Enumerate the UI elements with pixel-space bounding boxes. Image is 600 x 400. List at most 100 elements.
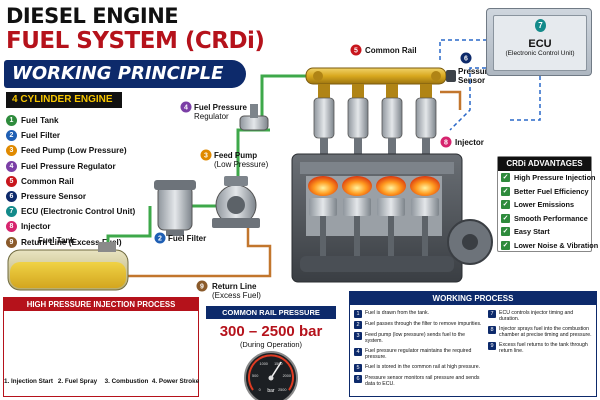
badge-9: 9: [200, 284, 204, 291]
advantages-title: CRDi ADVANTAGES: [498, 157, 591, 171]
label-common-rail: Common Rail: [365, 46, 417, 55]
title-line-2: FUEL SYSTEM (CRDi): [6, 28, 265, 54]
rail-pressure-title: COMMON RAIL PRESSURE (TYPICAL): [206, 306, 336, 330]
injector: [347, 84, 369, 154]
label-injector: Injector: [455, 138, 484, 147]
legend-number: 2: [6, 130, 17, 142]
gauge-tick-label: 1500: [274, 362, 282, 366]
feed-pump: [212, 176, 260, 228]
gauge-tick-label: 2000: [283, 374, 291, 378]
gauge-unit: bar: [267, 388, 275, 394]
gauge-ticks: 0 500 1000 1500 2000 2500: [252, 362, 291, 392]
badge-3: 3: [204, 153, 208, 160]
label-fuel-filter: Fuel Filter: [168, 234, 207, 243]
legend-number: 7: [6, 206, 17, 218]
legend-number: 5: [6, 175, 17, 187]
rail-pressure-panel: COMMON RAIL PRESSURE (TYPICAL) 300 – 250…: [206, 306, 336, 398]
legend-label: Return Line (Excess Fuel): [21, 237, 122, 247]
pressure-sensor: [446, 70, 456, 82]
ecu-unit: 7 ECU (Electronic Control Unit): [486, 8, 592, 76]
engine-block: [291, 153, 463, 283]
ecu-panel: 7 ECU (Electronic Control Unit): [493, 15, 587, 71]
advantage-item: ✓Lower Emissions: [501, 200, 575, 210]
ecu-number-badge: 7: [535, 19, 546, 32]
legend-label: Pressure Sensor: [21, 192, 87, 202]
injector: [381, 84, 403, 154]
check-icon: ✓: [501, 240, 510, 250]
gauge-needle: [270, 361, 282, 379]
legend-item: 9 Return Line (Excess Fuel): [6, 235, 136, 250]
legend-item: 2 Fuel Filter: [6, 128, 136, 143]
check-icon: ✓: [501, 200, 510, 210]
rail-pressure-sub: (During Operation): [239, 340, 303, 349]
ecu-title: ECU: [528, 38, 552, 50]
legend-item: 7 ECU (Electronic Control Unit): [6, 204, 136, 219]
label-feed-pump: Feed Pump(Low Pressure): [214, 151, 269, 169]
hp-injection-panel: HIGH PRESSURE INJECTION PROCESS 1. Injec…: [3, 297, 199, 397]
advantage-item: ✓Better Fuel Efficiency: [501, 186, 589, 196]
cylinders: [306, 176, 442, 256]
engine-tag: 4 CYLINDER ENGINE: [6, 92, 122, 108]
ecu-subtitle: (Electronic Control Unit): [505, 50, 575, 57]
badge-6: 6: [464, 56, 468, 63]
legend-number: 3: [6, 145, 17, 157]
gauge-tick-label: 500: [252, 374, 258, 378]
gauge-tick-label: 1000: [259, 362, 267, 366]
legend-item: 3 Feed Pump (Low Pressure): [6, 143, 136, 158]
check-icon: ✓: [501, 186, 510, 196]
diagram-number-badges: 2 3 4 5 6 8 9: [154, 44, 472, 292]
gauge-tick-label: 2500: [278, 388, 286, 392]
gauge-tick-label: 0: [259, 388, 261, 392]
check-icon: ✓: [501, 213, 510, 223]
advantages-panel: CRDi ADVANTAGES ✓High Pressure Injection…: [497, 156, 599, 252]
flywheel: [447, 219, 493, 265]
injector: [313, 84, 335, 154]
advantage-item: ✓High Pressure Injection: [501, 173, 596, 183]
label-fuel-tank: Fuel Tank: [38, 236, 75, 245]
return-fuel-line: [118, 90, 462, 278]
rail-pressure-value: 300 – 2500 bar: [219, 323, 323, 340]
legend-number: 4: [6, 160, 17, 172]
working-process-title: WORKING PROCESS: [350, 292, 596, 305]
legend-number: 9: [6, 236, 17, 248]
hp-step-caption: 2. Fuel Spray: [57, 378, 98, 385]
check-icon: ✓: [501, 227, 510, 237]
common-rail: [305, 67, 447, 85]
title-line-1: DIESEL ENGINE: [6, 4, 179, 28]
legend-label: Injector: [21, 222, 51, 232]
legend-label: ECU (Electronic Control Unit): [21, 207, 136, 217]
advantage-item: ✓Easy Start: [501, 227, 550, 237]
hp-step-caption: 1. Injection Start: [4, 378, 53, 385]
legend-label: Common Rail: [21, 176, 74, 186]
check-icon: ✓: [501, 173, 510, 183]
legend-item: 4 Fuel Pressure Regulator: [6, 159, 136, 174]
fuel-filter: [154, 180, 196, 236]
injectors: [313, 84, 437, 154]
fuel-tank: [7, 242, 129, 291]
badge-4: 4: [184, 105, 188, 112]
pressure-regulator: [239, 104, 269, 131]
legend-label: Fuel Filter: [21, 131, 61, 141]
hp-step-caption: 4. Power Stroke: [151, 378, 200, 385]
legend-number: 1: [6, 115, 17, 127]
advantage-item: ✓Smooth Performance: [501, 213, 588, 223]
hp-panel-title: HIGH PRESSURE INJECTION PROCESS: [4, 298, 198, 311]
hp-step-caption: 3. Combustion: [104, 378, 149, 385]
legend-label: Feed Pump (Low Pressure): [21, 146, 127, 156]
badge-2: 2: [158, 236, 162, 243]
rail-pressure-gauge: bar 0 500 1000 1500 2000 2500: [244, 351, 298, 400]
title-line-3: WORKING PRINCIPLE: [4, 60, 246, 88]
legend-label: Fuel Pressure Regulator: [21, 161, 116, 171]
advantage-item: ✓Lower Noise & Vibration: [501, 240, 599, 250]
